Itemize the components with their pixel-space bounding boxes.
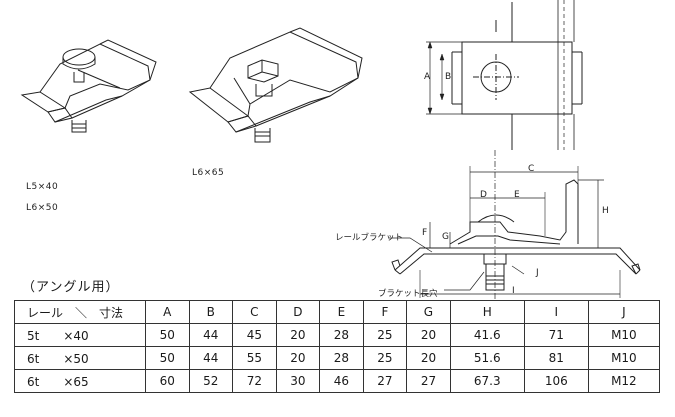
table-header-cell: E [319, 300, 364, 324]
model-size-label: L6×65 [192, 168, 225, 178]
table-cell: 41.6 [449, 323, 525, 347]
bracket-slot-callout: ブラケット長穴 [378, 289, 438, 299]
table-cell: 27 [406, 369, 451, 393]
table-cell: 28 [319, 323, 364, 347]
table-cell: 25 [362, 346, 408, 370]
dim-letter-g: G [442, 232, 450, 242]
table-cell: 20 [275, 323, 321, 347]
plan-view [426, 0, 583, 150]
table-cell: 20 [406, 323, 451, 347]
table-header-cell: G [406, 300, 451, 324]
table-cell: M10 [587, 323, 661, 347]
table-cell: 67.3 [449, 369, 525, 393]
table-cell: 6t ×65 [14, 369, 146, 393]
dim-letter-i: I [512, 286, 516, 296]
table-cell: 46 [319, 369, 364, 393]
table-cell: 72 [232, 369, 277, 393]
table-cell: 28 [319, 346, 364, 370]
table-cell: M12 [587, 369, 661, 393]
table-cell: 71 [523, 323, 589, 347]
table-header-cell: H [449, 300, 525, 324]
dim-letter-j: J [536, 268, 540, 278]
table-cell: 60 [145, 369, 190, 393]
dim-letter-a: A [424, 72, 431, 82]
section-view [388, 150, 641, 300]
table-cell: 44 [188, 323, 234, 347]
table-header-cell: B [188, 300, 234, 324]
table-cell: 25 [362, 323, 408, 347]
dim-letter-f: F [422, 228, 428, 238]
dim-letter-e: E [514, 190, 521, 200]
table-header-cell: C [232, 300, 277, 324]
model-size-label: L5×40 [26, 182, 59, 192]
table-header-cell: レール ＼ 寸法 [14, 300, 146, 324]
model-size-label: L6×50 [26, 203, 59, 213]
table-cell: 52 [188, 369, 234, 393]
table-cell: 55 [232, 346, 277, 370]
table-cell: 45 [232, 323, 277, 347]
table-cell: 27 [362, 369, 408, 393]
dimension-table: レール ＼ 寸法 A B C D E F G H I J 5t ×40 50 4… [14, 300, 661, 393]
table-header-cell: I [523, 300, 589, 324]
table-cell: 106 [523, 369, 589, 393]
rail-bracket-callout: レールブラケット [335, 233, 404, 243]
table-cell: M10 [587, 346, 661, 370]
table-row: 6t ×65 60 52 72 30 46 27 27 67.3 106 M12 [14, 369, 661, 393]
clip-isometric-small [20, 39, 157, 133]
clip-isometric-large [188, 27, 363, 143]
dim-letter-c: C [528, 164, 535, 174]
table-header-cell: J [587, 300, 661, 324]
table-cell: 20 [275, 346, 321, 370]
table-row: 6t ×50 50 44 55 20 28 25 20 51.6 81 M10 [14, 346, 661, 370]
table-cell: 81 [523, 346, 589, 370]
table-header-cell: D [275, 300, 321, 324]
table-cell: 5t ×40 [14, 323, 146, 347]
table-cell: 20 [406, 346, 451, 370]
table-cell: 50 [145, 323, 190, 347]
section-title: （アングル用） [22, 280, 120, 295]
table-header-cell: F [362, 300, 408, 324]
table-cell: 51.6 [449, 346, 525, 370]
dim-letter-b: B [445, 72, 452, 82]
table-cell: 44 [188, 346, 234, 370]
table-row: 5t ×40 50 44 45 20 28 25 20 41.6 71 M10 [14, 323, 661, 347]
table-header-row: レール ＼ 寸法 A B C D E F G H I J [14, 300, 661, 324]
table-cell: 50 [145, 346, 190, 370]
table-cell: 30 [275, 369, 321, 393]
dim-letter-d: D [480, 190, 488, 200]
table-cell: 6t ×50 [14, 346, 146, 370]
dim-letter-h: H [602, 206, 610, 216]
table-header-cell: A [145, 300, 190, 324]
